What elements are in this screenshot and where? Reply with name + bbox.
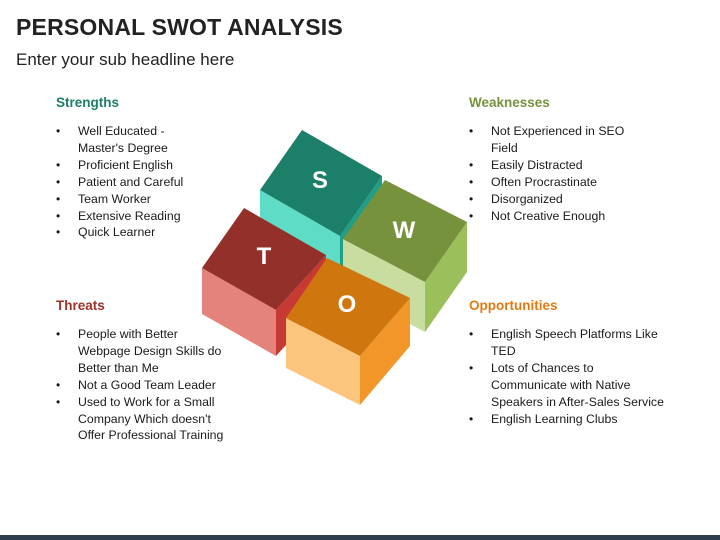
w-cube-top-face (343, 180, 467, 282)
opportunities-list: English Speech Platforms Like TED Lots o… (469, 326, 679, 427)
list-item: Not Creative Enough (469, 208, 669, 225)
list-item-continuation: Field (491, 140, 518, 155)
weaknesses-heading: Weaknesses (469, 95, 550, 110)
list-item: Often Procrastinate (469, 174, 669, 191)
list-item: Not Experienced in SEO (469, 123, 669, 140)
o-cube-letter: O (338, 291, 357, 318)
s-cube-top-face (260, 130, 382, 236)
t-cube-letter: T (257, 243, 272, 270)
page-subtitle: Enter your sub headline here (16, 50, 235, 69)
list-item-continuation: Master's Degree (78, 140, 168, 155)
list-item: Team Worker (56, 191, 206, 208)
list-item: People with Better (56, 326, 246, 343)
list-item: Extensive Reading (56, 208, 206, 225)
o-cube: O (286, 258, 410, 405)
threats-list: People with Better Webpage Design Skills… (56, 326, 246, 444)
o-cube-left-face (286, 318, 360, 405)
bottom-bar (0, 535, 720, 540)
w-cube-letter: W (393, 217, 416, 244)
o-cube-right-face (360, 298, 410, 405)
weaknesses-list: Not Experienced in SEO Field Easily Dist… (469, 123, 669, 224)
o-cube-top-face (286, 258, 410, 356)
list-item: Proficient English (56, 157, 206, 174)
list-item-continuation: Speakers in After-Sales Service (491, 394, 664, 409)
list-item: Not a Good Team Leader (56, 377, 246, 394)
strengths-section: Strengths Well Educated - Master's Degre… (56, 95, 206, 241)
weaknesses-section: Weaknesses Not Experienced in SEO Field … (469, 95, 669, 224)
w-cube-right-face (425, 222, 467, 332)
list-item: English Learning Clubs (469, 411, 679, 428)
t-cube-top-face (202, 208, 326, 310)
list-item-continuation: Communicate with Native (491, 377, 631, 392)
threats-heading: Threats (56, 298, 105, 313)
list-item: Used to Work for a Small (56, 394, 246, 411)
list-item-continuation: Offer Professional Training (78, 428, 224, 443)
page-title: PERSONAL SWOT ANALYSIS (16, 14, 343, 40)
list-item: English Speech Platforms Like (469, 326, 679, 343)
threats-section: Threats People with Better Webpage Desig… (56, 298, 246, 444)
list-item: Easily Distracted (469, 157, 669, 174)
list-item-continuation: Better than Me (78, 360, 159, 375)
strengths-list: Well Educated - Master's Degree Proficie… (56, 123, 206, 241)
list-item-continuation: Webpage Design Skills do (78, 343, 222, 358)
opportunities-section: Opportunities English Speech Platforms L… (469, 298, 679, 427)
list-item-continuation: Company Which doesn't (78, 411, 211, 426)
list-item: Disorganized (469, 191, 669, 208)
list-item: Quick Learner (56, 224, 206, 241)
t-cube-left-face (202, 268, 276, 356)
s-cube-letter: S (312, 167, 328, 194)
opportunities-heading: Opportunities (469, 298, 558, 313)
list-item-continuation: TED (491, 343, 516, 358)
list-item: Patient and Careful (56, 174, 206, 191)
list-item: Lots of Chances to (469, 360, 679, 377)
list-item: Well Educated - (56, 123, 206, 140)
strengths-heading: Strengths (56, 95, 120, 110)
